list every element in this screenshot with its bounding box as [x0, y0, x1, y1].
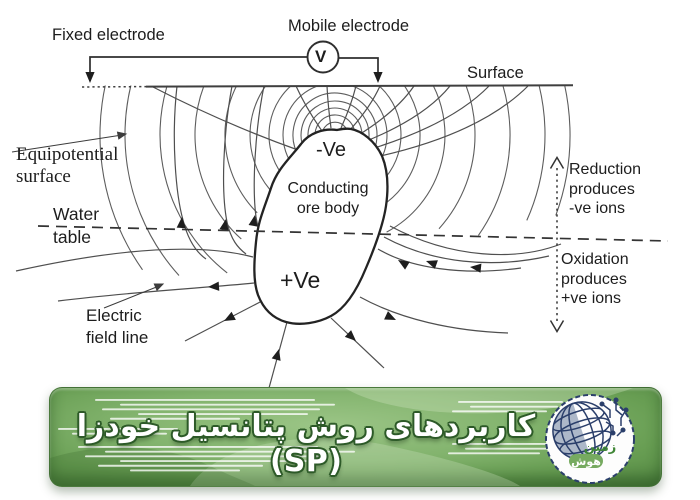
voltmeter-label: V — [315, 47, 327, 66]
logo-word-top: زمین — [584, 440, 617, 455]
equipotential-surface-label: Equipotential surface — [16, 144, 119, 187]
mobile-electrode-label: Mobile electrode — [288, 17, 410, 35]
electric-field-lines — [15, 85, 562, 389]
streak-lines — [58, 399, 563, 472]
fixed-electrode-arrow — [85, 72, 95, 83]
mobile-electrode-arrow — [373, 72, 383, 83]
ore-body-label: Conducting ore body — [287, 180, 369, 217]
circuit-traces-icon — [599, 397, 629, 437]
label-leaders — [11, 131, 165, 309]
surface-label: Surface — [467, 64, 524, 82]
globe-icon — [551, 401, 613, 461]
water-table-line — [37, 225, 669, 242]
fixed-electrode-label: Fixed electrode — [52, 26, 165, 44]
title-banner: زمین هوش کاربردهای روش پتانسیل خودزا (SP… — [49, 387, 662, 487]
zaminhoosh-logo-icon: زمین هوش — [545, 394, 635, 484]
flow-arrowheads — [176, 215, 482, 361]
banner-decoration: زمین هوش — [50, 388, 635, 486]
ore-body-shape — [253, 127, 389, 325]
oxidation-label: Oxidation produces +ve ions — [561, 251, 629, 307]
positive-charge-label: +Ve — [280, 267, 321, 293]
water-table-label: Water table — [53, 204, 100, 247]
reduction-label: Reduction produces -ve ions — [569, 161, 642, 217]
logo-word-bottom: هوش — [571, 455, 601, 468]
electric-field-line-label: Electric field line — [86, 306, 149, 347]
negative-charge-label: -Ve — [316, 139, 347, 161]
voltmeter-icon — [306, 40, 340, 74]
surface-line — [81, 84, 574, 88]
ion-zone-arrow — [549, 156, 565, 333]
electrode-circuit — [85, 40, 383, 83]
banner-title: کاربردهای روش پتانسیل خودزا (SP) — [76, 409, 536, 479]
